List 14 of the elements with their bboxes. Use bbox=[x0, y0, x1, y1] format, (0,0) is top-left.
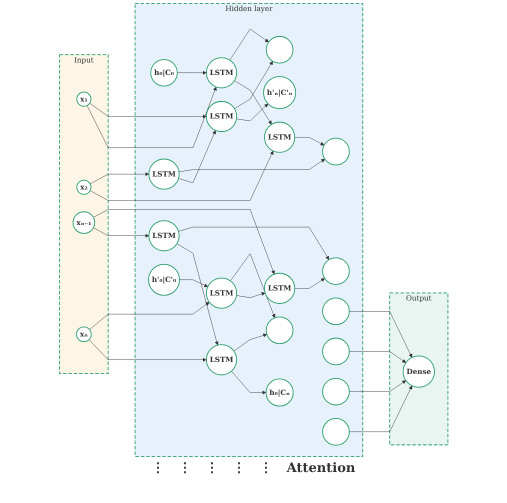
node-circle bbox=[266, 36, 294, 64]
note-text: ⋮ bbox=[206, 460, 219, 476]
node-circle bbox=[322, 418, 350, 446]
node-circle bbox=[322, 138, 350, 166]
node-circle bbox=[322, 257, 350, 285]
node-circle bbox=[322, 298, 350, 326]
note-text: Attention bbox=[286, 460, 356, 476]
note-text: ⋮ bbox=[260, 460, 273, 476]
note-text: ⋮ bbox=[232, 460, 246, 476]
note-text: ⋮ bbox=[178, 460, 192, 476]
note-text: ⋮ bbox=[152, 460, 165, 476]
node-circle bbox=[266, 316, 294, 344]
node-circle bbox=[322, 338, 350, 366]
node-circle bbox=[322, 378, 350, 406]
